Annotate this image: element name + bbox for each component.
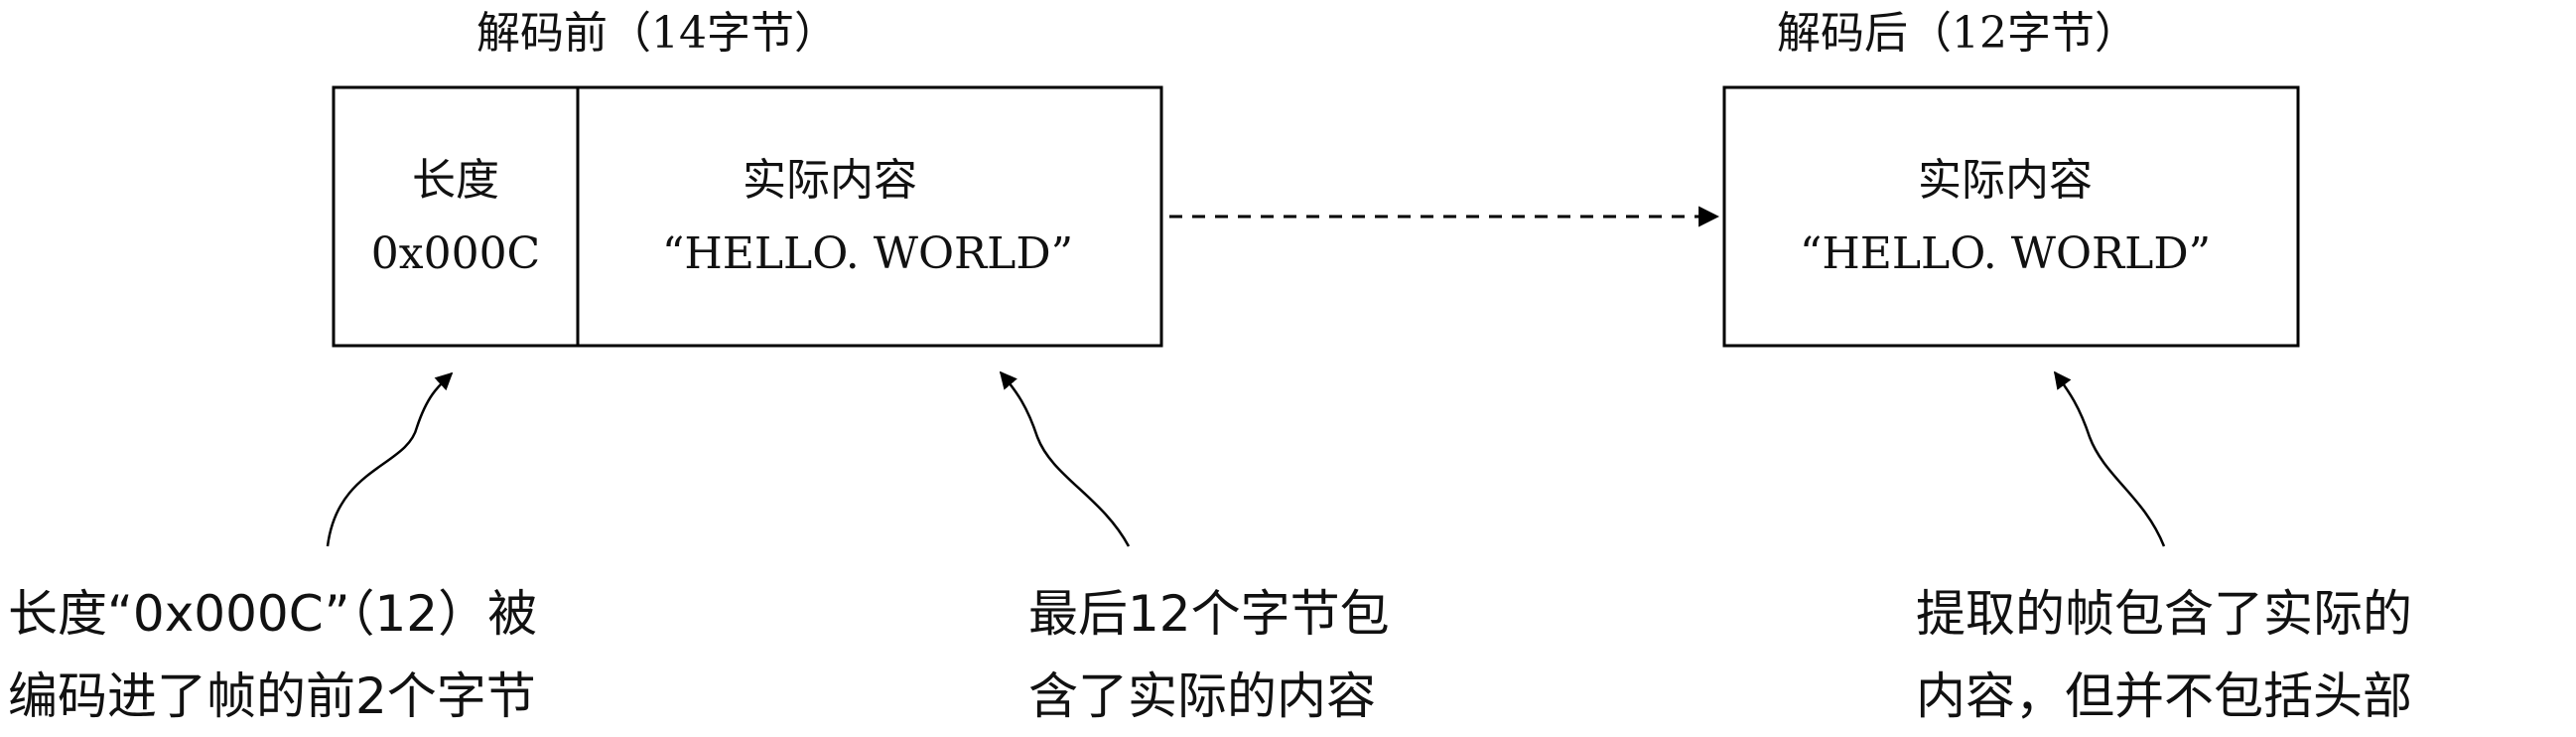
extracted-callout-arrow [2053, 370, 2166, 547]
after-frame-box [1722, 85, 2300, 348]
after-content-value: “HELLO. WORLD” [1800, 228, 2211, 279]
length-field-value: 0x000C [371, 228, 540, 279]
after-content-label: 实际内容 [1918, 155, 2093, 206]
before-content-label: 实际内容 [743, 155, 917, 206]
length-note-line2: 编码进了帧的前2个字节 [8, 667, 536, 725]
content-note-line1: 最后12个字节包 [1028, 585, 1390, 643]
content-note-line2: 含了实际的内容 [1028, 667, 1376, 725]
before-frame: 长度 0x000C 实际内容 “HELLO. WORLD” [332, 85, 1163, 348]
after-title: 解码后（12字节） [1777, 8, 2138, 59]
length-field-label: 长度 [412, 155, 499, 206]
after-frame: 实际内容 “HELLO. WORLD” [1722, 85, 2300, 348]
before-frame-box [332, 85, 1163, 348]
length-note-line1: 长度“0x000C”（12）被 [8, 585, 537, 643]
extracted-note-line1: 提取的帧包含了实际的 [1916, 585, 2412, 643]
content-callout-arrow [999, 370, 1131, 547]
before-content-value: “HELLO. WORLD” [662, 228, 1073, 279]
extracted-note-line2: 内容，但并不包括头部 [1916, 667, 2412, 725]
length-callout-arrow [326, 371, 454, 547]
before-title: 解码前（14字节） [476, 8, 838, 59]
